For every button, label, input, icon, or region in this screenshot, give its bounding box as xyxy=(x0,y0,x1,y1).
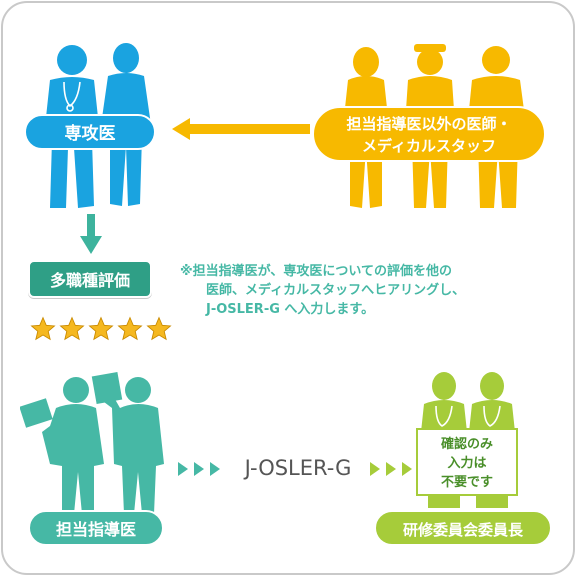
star-rating xyxy=(30,316,190,346)
box-line-3: 不要です xyxy=(440,475,493,490)
arrow-left-icon xyxy=(172,118,310,140)
note-line-1: ※担当指導医が、専攻医についての評価を他の xyxy=(180,264,452,279)
star-icon xyxy=(146,316,172,341)
chevron-right-icon xyxy=(178,462,220,476)
committee-chair-label: 研修委員会委員長 xyxy=(374,510,552,546)
star-icon xyxy=(88,316,114,341)
multi-profession-evaluation-label: 多職種評価 xyxy=(28,260,152,298)
star-icon xyxy=(59,316,85,341)
confirm-only-box: 確認のみ 入力は 不要です xyxy=(416,428,518,496)
box-line-1: 確認のみ xyxy=(440,437,493,452)
staff-label: 担当指導医以外の医師・ メディカルスタッフ xyxy=(312,106,546,162)
chevron-right-icon xyxy=(370,462,412,476)
system-name: J-OSLER-G xyxy=(244,456,352,480)
note-line-2: 医師、メディカルスタッフへヒアリングし、 xyxy=(206,283,466,298)
staff-label-line1: 担当指導医以外の医師・ xyxy=(346,115,512,133)
resident-label: 専攻医 xyxy=(24,114,156,150)
star-icon xyxy=(30,316,56,341)
box-line-2: 入力は xyxy=(447,456,487,471)
note-line-3: J-OSLER-G へ入力します。 xyxy=(206,302,375,317)
supervisor-figures-icon xyxy=(20,371,164,514)
evaluation-note: ※担当指導医が、専攻医についての評価を他の 医師、メディカルスタッフへヒアリング… xyxy=(180,262,560,319)
arrow-down-icon xyxy=(80,214,102,254)
supervisor-label: 担当指導医 xyxy=(28,510,164,546)
star-icon xyxy=(117,316,143,341)
staff-label-line2: メディカルスタッフ xyxy=(362,137,496,155)
